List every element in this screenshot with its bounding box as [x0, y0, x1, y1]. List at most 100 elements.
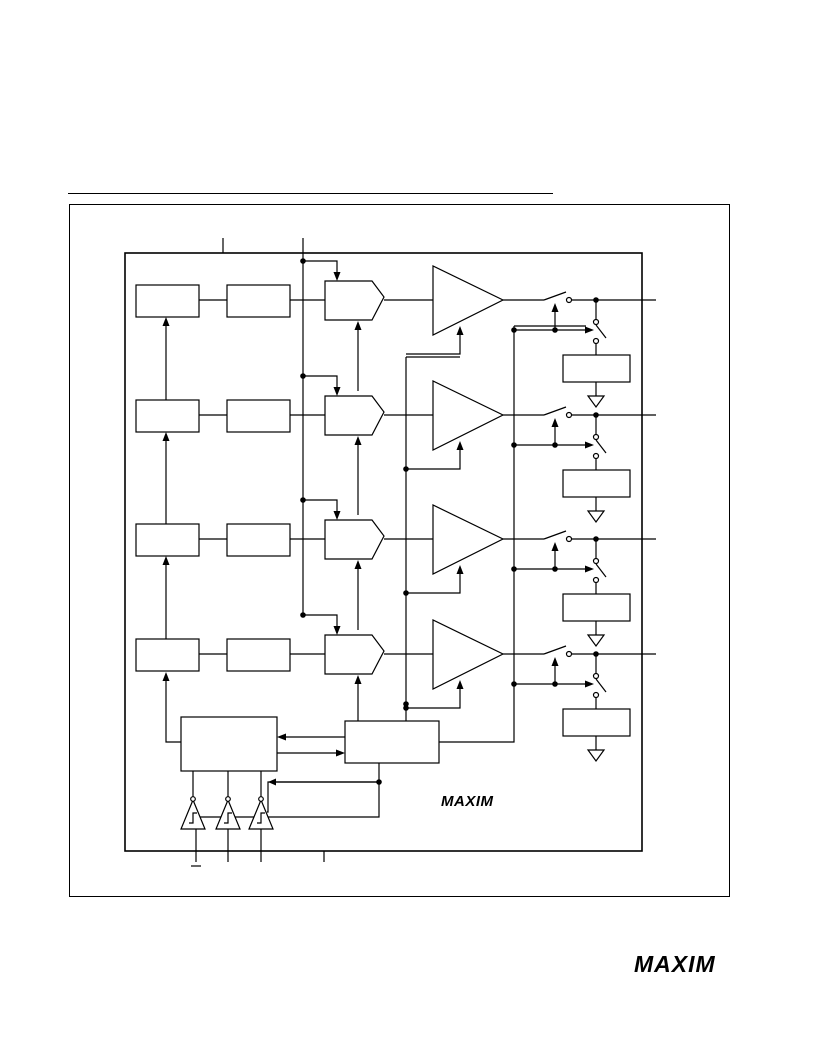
reference-feed — [303, 260, 338, 273]
switch-contact — [592, 337, 600, 345]
spst-switch-icon — [543, 645, 567, 655]
junction-dot-icon — [403, 701, 409, 707]
decoder-to-register — [165, 680, 181, 743]
arrow-head — [333, 626, 341, 635]
register-block — [135, 638, 200, 672]
ground-icon — [586, 395, 606, 409]
junction-dot-icon — [300, 612, 306, 618]
junction-dot-icon — [300, 373, 306, 379]
hysteresis-glyph — [257, 812, 265, 824]
junction-dot-icon — [511, 566, 517, 572]
dac-block — [324, 395, 385, 436]
junction-dot-icon — [552, 681, 558, 687]
junction-dot-icon — [593, 536, 599, 542]
arrow-head — [354, 436, 362, 445]
switch-contact — [592, 318, 600, 326]
control-block — [344, 720, 440, 764]
amplifier-icon — [432, 380, 505, 451]
reference-feed — [303, 499, 338, 512]
amplifier-icon — [432, 504, 505, 575]
footer-logo: MAXIM — [634, 951, 716, 977]
control-to-output-bus — [439, 326, 515, 743]
junction-dot-icon — [552, 442, 558, 448]
switch-contact — [592, 433, 600, 441]
spst-switch-icon — [543, 530, 567, 540]
arrow-head — [585, 680, 594, 688]
switch-contact — [592, 557, 600, 565]
ground-icon — [586, 749, 606, 763]
amp-bias — [406, 688, 461, 709]
dac-block — [324, 280, 385, 321]
switch-contact — [565, 296, 573, 304]
junction-dot-icon — [376, 779, 382, 785]
arrow-head — [333, 387, 341, 396]
dac-block — [324, 634, 385, 675]
junction-dot-icon — [511, 442, 517, 448]
junction-dot-icon — [300, 497, 306, 503]
latch-block — [226, 399, 291, 433]
amplifier-icon — [432, 619, 505, 690]
junction-dot-icon — [511, 681, 517, 687]
register-block — [135, 399, 200, 433]
ground-icon — [586, 634, 606, 648]
arrow-head — [354, 675, 362, 684]
spst-switch-icon — [595, 324, 607, 339]
arrow-head — [333, 511, 341, 520]
reference-feed — [303, 375, 338, 388]
spst-switch-icon — [595, 563, 607, 578]
arrow-head — [456, 441, 464, 450]
arrow-head — [585, 565, 594, 573]
arrow-head — [354, 321, 362, 330]
arrow-head — [551, 657, 559, 666]
amp-bias — [406, 449, 461, 470]
spst-switch-icon — [543, 406, 567, 416]
switch-contact — [565, 650, 573, 658]
arrow-head — [162, 672, 170, 681]
spst-switch-icon — [543, 291, 567, 301]
arrow-head — [456, 326, 464, 335]
amp-bias — [406, 334, 461, 355]
load-block — [562, 708, 631, 737]
diagram-logo: MAXIM — [441, 793, 494, 810]
arrow-head — [456, 565, 464, 574]
load-block — [562, 354, 631, 383]
arrow-head — [354, 560, 362, 569]
arrow-head — [268, 778, 276, 786]
amplifier-icon — [432, 265, 505, 336]
arrow-head — [162, 432, 170, 441]
junction-dot-icon — [593, 297, 599, 303]
inverter-bubble — [225, 796, 231, 802]
amp-bias — [406, 573, 461, 594]
switch-contact — [565, 411, 573, 419]
load-block — [562, 469, 631, 498]
latch-block — [226, 284, 291, 318]
arrow-head — [551, 418, 559, 427]
inverter-bubble — [190, 796, 196, 802]
switch-contact — [592, 452, 600, 460]
junction-dot-icon — [511, 327, 517, 333]
junction-dot-icon — [300, 258, 306, 264]
spst-switch-icon — [595, 439, 607, 454]
junction-dot-icon — [403, 590, 409, 596]
register-block — [135, 284, 200, 318]
hysteresis-glyph — [224, 812, 232, 824]
hysteresis-glyph — [189, 812, 197, 824]
arrow-head — [333, 272, 341, 281]
ground-icon — [586, 510, 606, 524]
register-block — [135, 523, 200, 557]
switch-contact — [592, 672, 600, 680]
load-block — [562, 593, 631, 622]
junction-dot-icon — [403, 466, 409, 472]
junction-dot-icon — [403, 705, 409, 711]
junction-dot-icon — [593, 651, 599, 657]
junction-dot-icon — [593, 412, 599, 418]
arrow-head — [551, 542, 559, 551]
arrow-head — [277, 733, 286, 741]
spst-switch-icon — [595, 678, 607, 693]
switch-contact — [592, 576, 600, 584]
figure-frame — [69, 204, 730, 897]
inverter-bubble — [258, 796, 264, 802]
dac-block — [324, 519, 385, 560]
